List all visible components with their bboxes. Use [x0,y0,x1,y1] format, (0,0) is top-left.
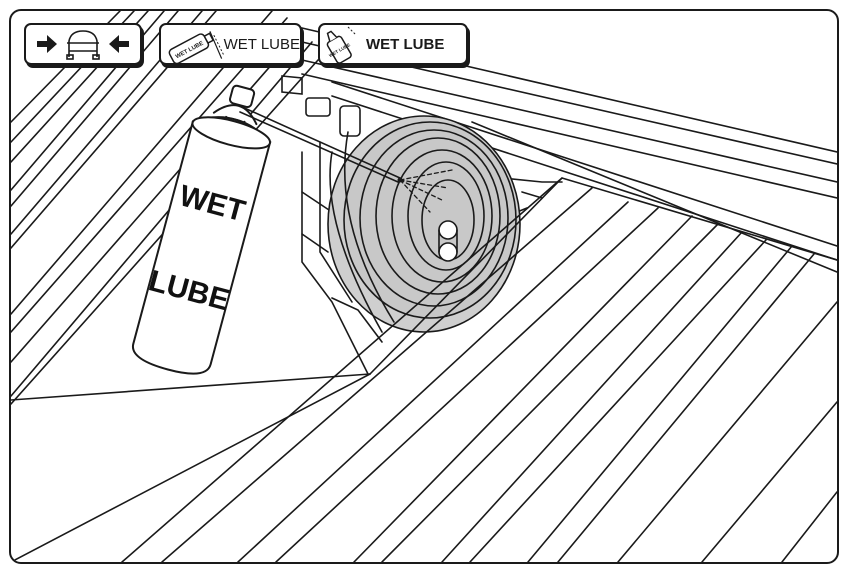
direction-icon-box [24,23,142,65]
spray-mist [397,169,453,213]
wet-lube-label-1: WET LUBE [223,35,300,53]
spray-wet-lube-icon-box: WET LUBE WET LUBE [159,23,302,65]
cover-panels [11,177,837,562]
spray-straw [239,105,401,183]
bottle-wet-lube-icon-box: WET LUBE WET LUBE [318,23,468,65]
lube-bottle-icon: WET LUBE [326,26,357,63]
spray-can-icon: WET LUBE [168,31,224,63]
spray-can: WET LUBE [131,84,272,375]
tonneau-cover-drawing: WET LUBE [11,11,837,562]
wet-lube-label-2: WET LUBE [366,35,445,53]
illustration-frame: WET LUBE [9,9,839,564]
coil-spring [327,115,521,333]
spring-housing [281,75,563,375]
arrows-toward-vehicle-icon [37,30,129,60]
